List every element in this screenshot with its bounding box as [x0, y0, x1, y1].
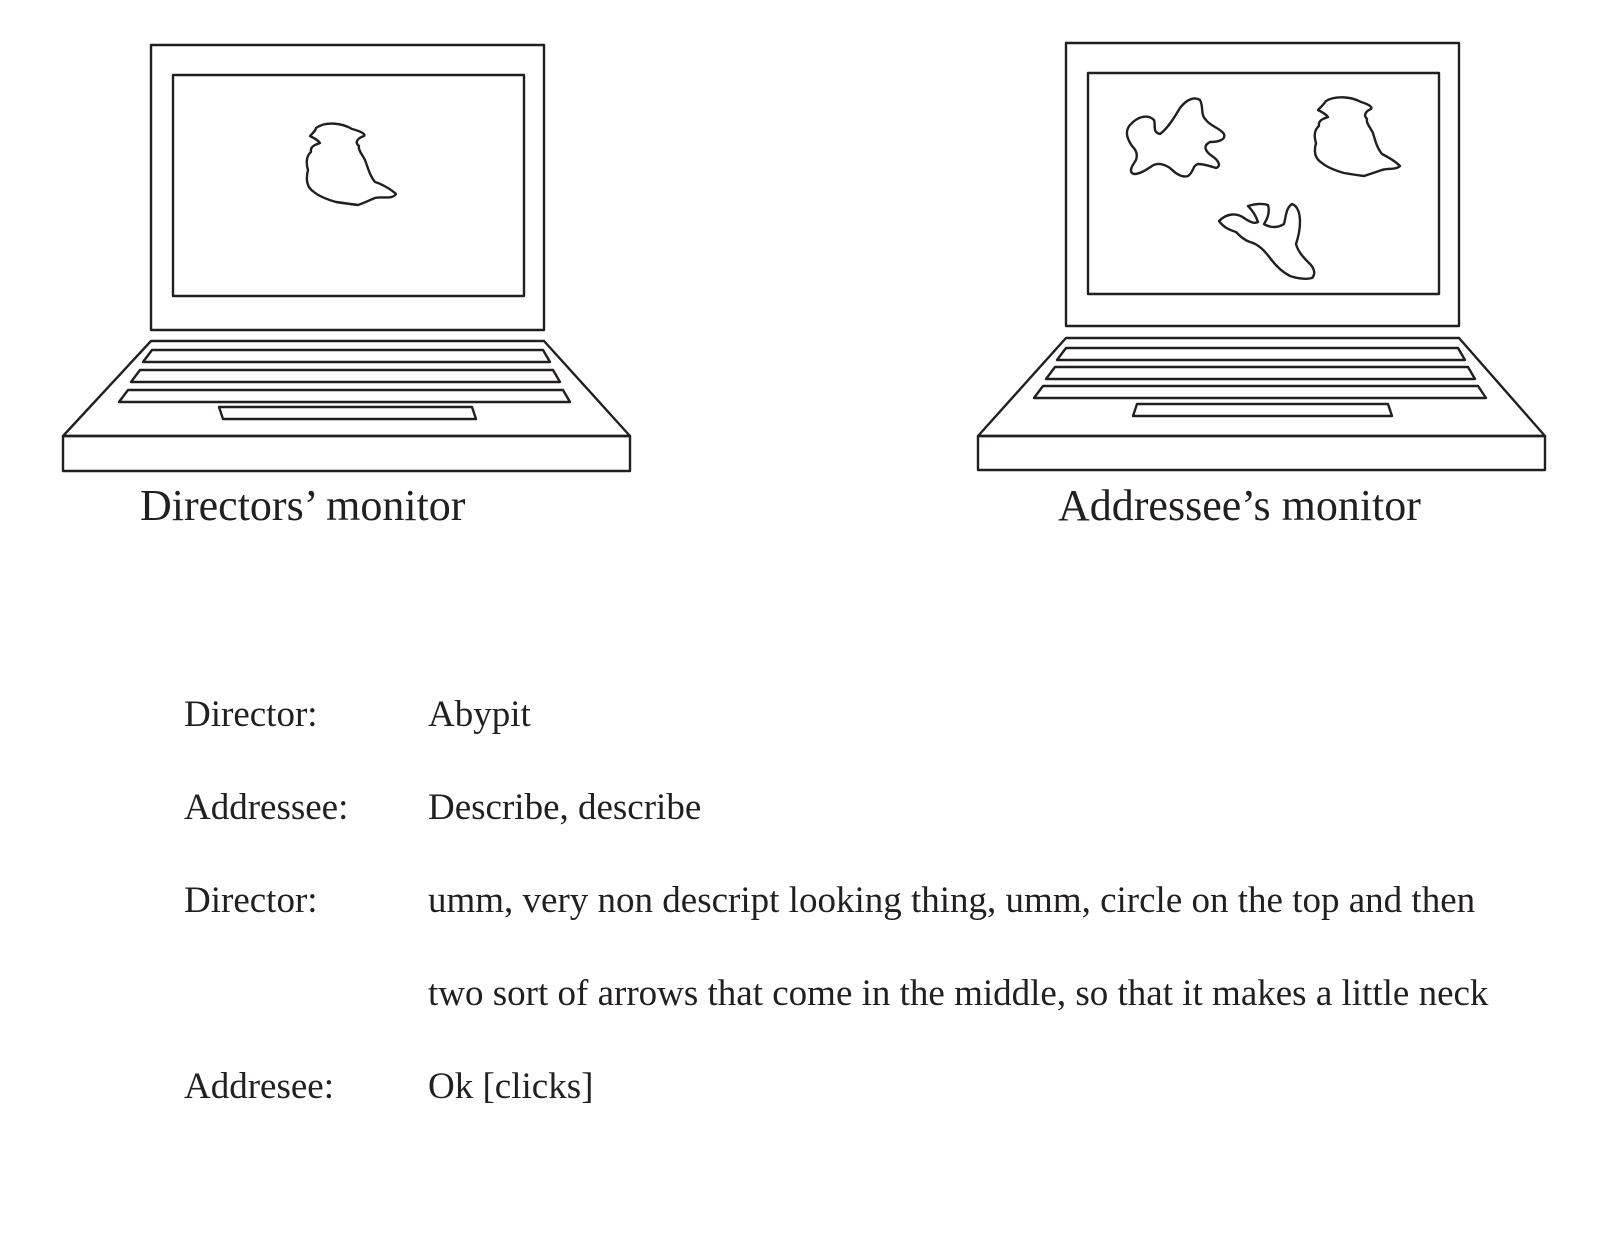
director-key-row-1: [141, 348, 552, 364]
speaker-label: Addresee:: [184, 1066, 334, 1107]
addressee-key-row-3: [1032, 384, 1488, 400]
speaker-label: Director:: [184, 880, 318, 921]
director-key-row-3: [117, 388, 572, 404]
addressee-monitor-caption: Addressee’s monitor: [1058, 481, 1421, 530]
dialogue-transcript: Director: Abypit Addressee: Describe, de…: [184, 668, 1534, 1133]
transcript-turn: Director: umm, very non descript looking…: [184, 854, 1534, 1040]
director-laptop: [61, 43, 632, 473]
addressee-trackpad: [1131, 402, 1394, 418]
addressee-laptop-screen: [1086, 71, 1441, 296]
speaker-label: Addressee:: [184, 787, 349, 828]
director-key-row-2: [129, 368, 562, 384]
director-laptop-base: [61, 434, 632, 473]
director-target-shape: [305, 122, 398, 207]
addressee-shape-star: [1125, 97, 1226, 178]
director-laptop-lid: [149, 43, 546, 332]
addressee-shape-blob: [1313, 96, 1402, 178]
utterance-text: Abypit: [428, 694, 531, 735]
utterance-text: Describe, describe: [428, 787, 702, 828]
addressee-shape-antler: [1217, 202, 1316, 281]
addressee-laptop-lid: [1064, 41, 1461, 328]
transcript-turn: Addressee: Describe, describe: [184, 761, 1534, 854]
addressee-key-row-2: [1044, 365, 1477, 381]
addressee-laptop-base: [976, 434, 1547, 472]
addressee-key-row-1: [1055, 346, 1467, 362]
utterance-text: umm, very non descript looking thing, um…: [428, 880, 1489, 1014]
director-laptop-screen: [171, 73, 526, 298]
monitors-figure: [61, 41, 1547, 473]
speaker-label: Director:: [184, 694, 318, 735]
director-trackpad: [217, 405, 478, 421]
transcript-turn: Director: Abypit: [184, 668, 1534, 761]
utterance-text: Ok [clicks]: [428, 1066, 594, 1107]
transcript-turn: Addresee: Ok [clicks]: [184, 1040, 1534, 1133]
director-monitor-caption: Directors’ monitor: [140, 481, 466, 530]
addressee-laptop: [976, 41, 1547, 472]
